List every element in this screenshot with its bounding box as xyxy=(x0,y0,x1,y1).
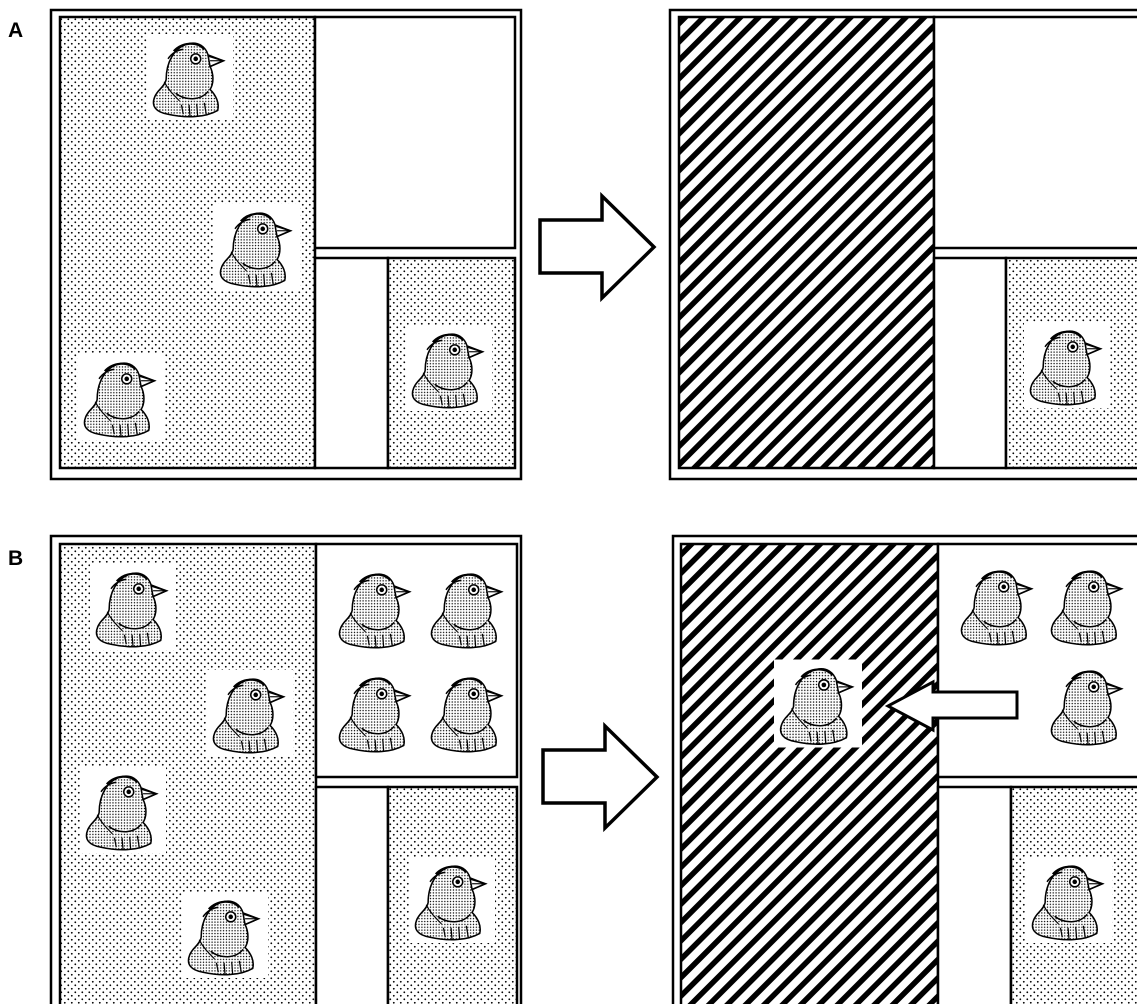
bird-head-icon xyxy=(1045,560,1131,650)
bird-head-icon xyxy=(214,202,300,292)
panel-b-after-enclosure xyxy=(671,534,1137,1004)
panel-a-before-enclosure xyxy=(49,8,523,481)
bird-head-icon xyxy=(333,563,419,653)
panel-label-a: A xyxy=(8,19,23,42)
bird-head-icon xyxy=(90,562,176,652)
bird-head-icon xyxy=(147,32,233,122)
bird-head-icon xyxy=(333,667,419,757)
bottom-middle-empty-area xyxy=(313,256,390,470)
top-right-empty-area xyxy=(932,15,1137,250)
bird-head-icon xyxy=(1045,660,1131,750)
panel-a-after-enclosure xyxy=(668,8,1137,481)
panel-label-b: B xyxy=(8,547,23,570)
top-right-empty-area xyxy=(313,15,517,250)
bottom-middle-empty-area xyxy=(314,785,390,1004)
bottom-middle-empty-area xyxy=(932,256,1008,470)
panel-b: B xyxy=(8,534,1137,1004)
bird-head-icon xyxy=(80,765,166,855)
bird-head-icon xyxy=(207,668,293,758)
left-arrow-outline-icon xyxy=(884,679,1019,733)
large-striped-area xyxy=(677,15,936,470)
bird-head-icon xyxy=(1024,320,1110,410)
bird-head-icon xyxy=(409,855,495,945)
bird-head-icon xyxy=(955,560,1041,650)
panel-a: A xyxy=(8,8,1137,481)
bird-head-icon xyxy=(774,658,862,749)
bird-head-icon xyxy=(1026,855,1112,945)
bird-head-icon xyxy=(425,563,511,653)
bird-head-icon xyxy=(406,323,492,413)
bird-head-icon xyxy=(425,667,511,757)
bottom-middle-empty-area xyxy=(936,785,1013,1004)
bird-head-icon xyxy=(78,352,164,442)
bird-head-icon xyxy=(182,890,268,980)
right-arrow-outline-icon xyxy=(538,191,657,303)
right-arrow-outline-icon xyxy=(541,721,660,833)
large-striped-area xyxy=(679,542,940,1004)
panel-b-before-enclosure xyxy=(49,534,523,1004)
